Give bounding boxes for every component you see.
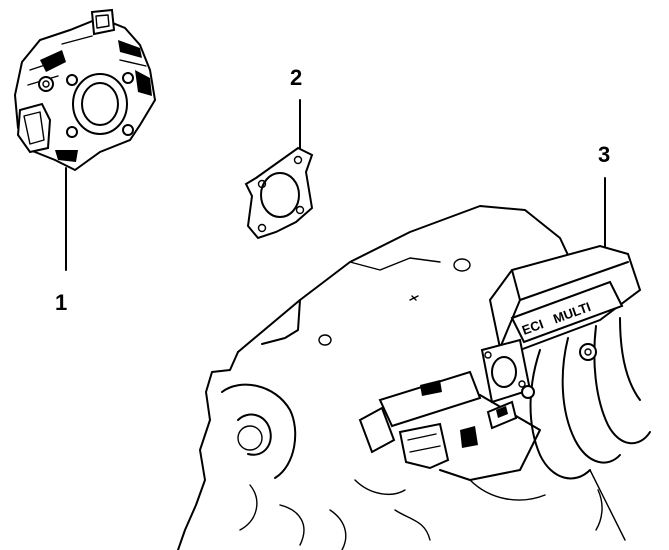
callout-number-1: 1 [55,290,68,315]
throttle-body [13,8,157,172]
engine-assembly: ECI MULTI [177,205,651,550]
gasket [244,146,314,240]
callout-number-3: 3 [598,142,611,167]
callout-number-2: 2 [290,65,303,90]
emblem-text-line1: ECI [520,316,545,338]
intake-manifold: ECI MULTI [419,244,651,501]
